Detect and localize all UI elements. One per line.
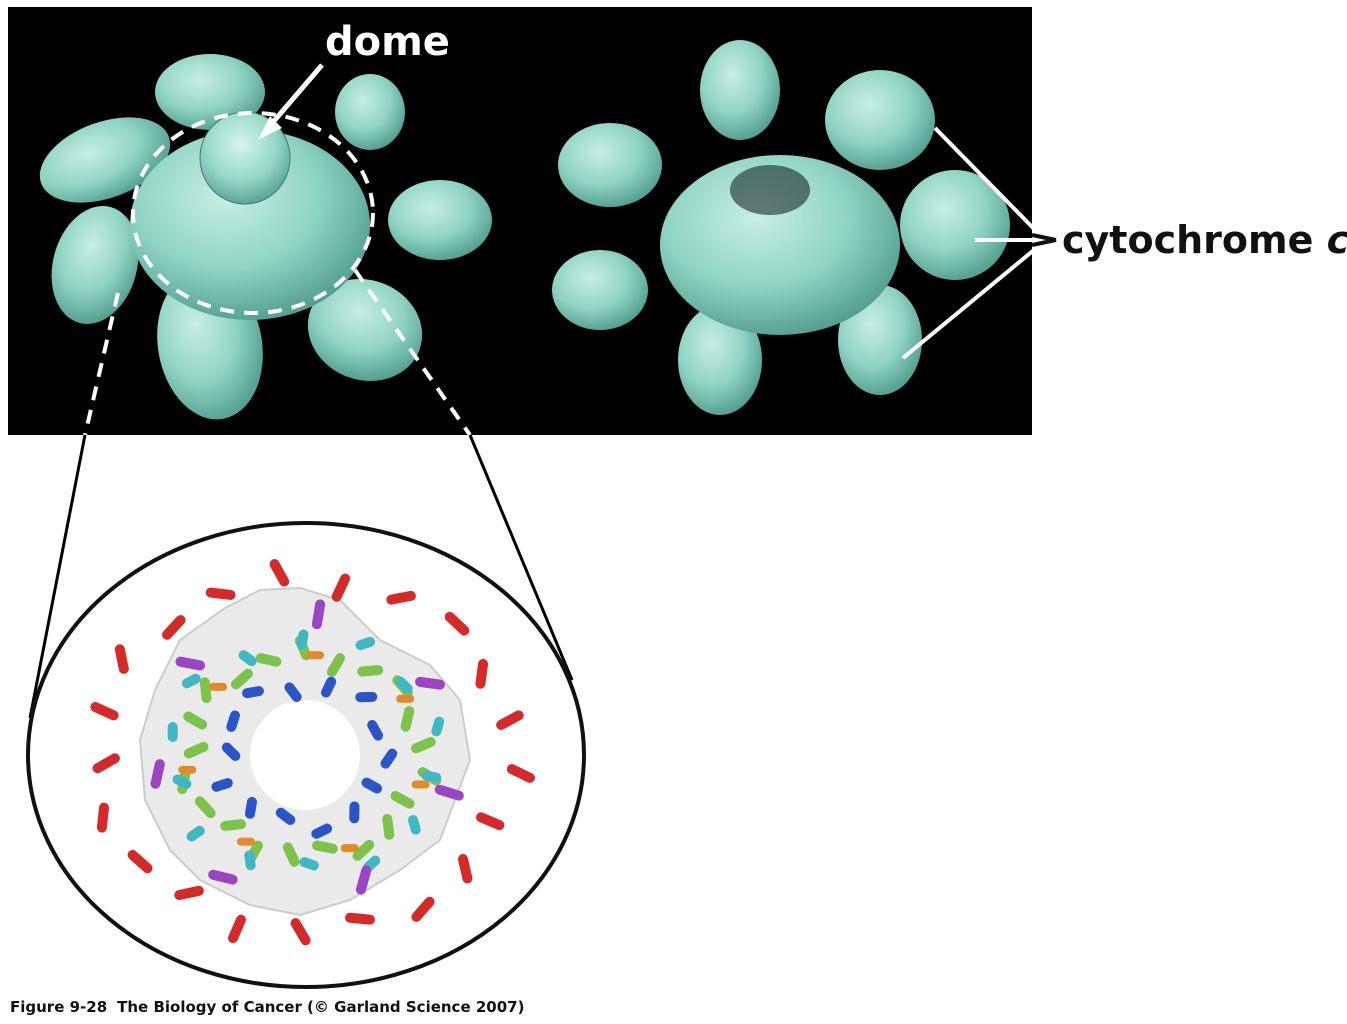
magnified-hub-structure [90,559,535,946]
helix [475,658,489,689]
zoom-line-left [28,434,87,719]
helix [92,753,120,774]
helix [211,778,233,792]
helix [421,770,442,783]
helix [390,790,415,809]
helix [411,896,435,922]
helix [220,819,247,831]
figure-number: Figure 9-28 [10,998,108,1016]
helix [227,914,246,944]
helix [506,764,535,783]
helix [238,650,257,667]
helix [284,682,302,703]
helix [209,682,228,691]
helix [326,653,346,677]
helix [382,813,395,840]
helix [411,780,430,789]
helix [415,676,445,690]
cytochrome-pointer-upper [933,126,1042,237]
helix [275,807,296,825]
helix [311,599,326,630]
helix [244,850,256,871]
helix [434,784,464,801]
helix [476,812,505,831]
helix [400,706,415,732]
dome-arrowhead [258,116,282,140]
helix [457,854,473,884]
helix [199,677,212,704]
helix [306,651,325,660]
magnification-circle [26,521,586,989]
cytochrome-pointer-lower [901,243,1042,360]
helix [357,665,384,677]
helix [150,759,165,789]
helix [444,611,470,636]
helix [345,912,375,925]
helix [411,737,436,754]
helix [236,837,255,846]
helix [255,653,282,667]
figure-caption: Figure 9-28 The Biology of Cancer (© Garl… [10,998,524,1016]
helix [167,722,178,743]
apoptosome-with-cytochrome-c [552,40,1010,415]
helix [311,823,333,839]
helix [181,673,201,689]
helix [230,668,253,690]
helix [183,711,208,730]
helix [269,559,290,587]
dome-arrow [266,63,324,130]
helix [355,865,372,895]
helix [208,869,238,885]
helix [194,796,216,819]
dome-label: dome [325,19,450,65]
helix [395,676,413,694]
helix [242,686,264,699]
helix [361,777,383,794]
helix [386,590,416,605]
helix [340,844,359,853]
helix [221,742,241,761]
helix [282,842,300,867]
cytochrome-c-label: cytochrome c [1062,218,1347,262]
helix [331,573,351,602]
book-credit: The Biology of Cancer (© Garland Science… [117,998,525,1016]
helix [296,629,309,650]
zoom-line-left-dashed [83,292,120,436]
helix [320,676,337,698]
helix [355,691,378,703]
helix [408,815,421,835]
helix [90,702,119,721]
zoom-line-right [468,434,574,681]
helix [162,615,186,640]
zoom-line-right-dashed [353,268,472,437]
helix [355,636,376,651]
helix [431,716,445,737]
helix [114,644,129,674]
helix [352,839,375,861]
helix [172,774,192,790]
helix [496,710,524,730]
helix [175,656,206,671]
helix-ring [90,559,535,946]
helix [183,741,209,759]
helix [226,710,240,732]
hub-highlight-circle [131,111,375,315]
helix [174,885,204,901]
helix [245,796,257,819]
helix [178,765,197,774]
helix [96,802,110,833]
helix [205,587,236,600]
helix [290,918,311,946]
helix [396,694,415,703]
helix [312,840,338,854]
helix [127,849,153,874]
helix [299,857,319,871]
helix [380,748,398,769]
helix [349,801,360,824]
helix [186,825,205,842]
helix [367,720,384,741]
